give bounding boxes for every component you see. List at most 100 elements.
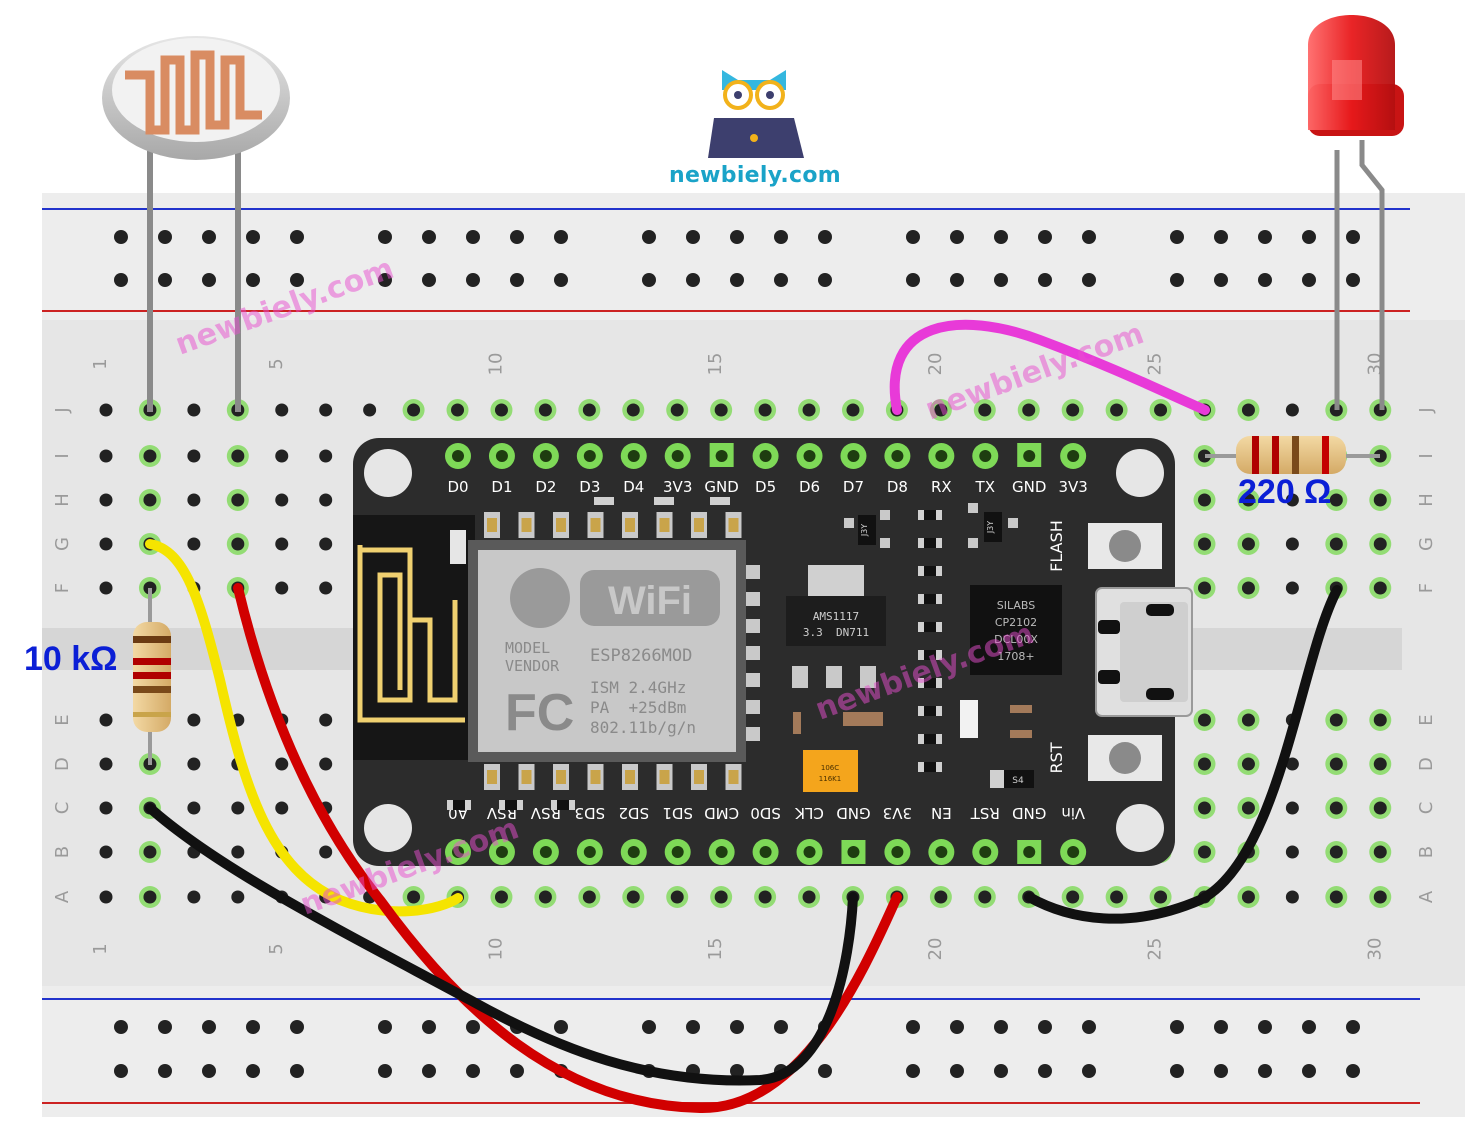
resistor-body (1236, 436, 1346, 474)
terminal-hole (1154, 890, 1168, 904)
rail-hole (774, 230, 788, 244)
rail-hole (730, 273, 744, 287)
board-pin-hole (627, 450, 640, 462)
rail-hole (906, 1064, 920, 1078)
terminal-hole (319, 757, 333, 771)
terminal-hole (99, 537, 113, 551)
module-pads (484, 512, 760, 790)
terminal-hole (187, 713, 201, 727)
column-number: 15 (705, 938, 726, 961)
rst-button[interactable] (1109, 742, 1141, 774)
rst-button-label: RST (1047, 742, 1066, 773)
column-number: 5 (266, 358, 287, 369)
module-vendor-label: VENDOR (505, 657, 560, 675)
resistor-band (133, 658, 171, 665)
terminal-hole (1329, 713, 1343, 727)
module-pad-gold (728, 518, 739, 532)
terminal-hole (1373, 537, 1387, 551)
rail-hole (378, 230, 392, 244)
rail-hole (246, 230, 260, 244)
smd-pad (968, 503, 978, 513)
tantalum-capacitor (803, 750, 858, 792)
rail-hole (642, 230, 656, 244)
rail-hole (158, 1064, 172, 1078)
module-pad-gold (694, 518, 704, 532)
board-pin-hole (715, 450, 728, 462)
flash-button[interactable] (1109, 530, 1141, 562)
smd-resistor-body (924, 622, 936, 632)
rail-hole (510, 230, 524, 244)
rail-hole (246, 1020, 260, 1034)
pin-label-top: GND (1012, 478, 1046, 496)
terminal-hole (187, 449, 201, 463)
rail-hole (1038, 1020, 1052, 1034)
terminal-hole (1285, 537, 1299, 551)
terminal-hole (714, 890, 728, 904)
rail-hole (1302, 1020, 1316, 1034)
board-pin-hole (627, 846, 640, 858)
board-pin-hole (495, 450, 508, 462)
terminal-hole (1329, 493, 1343, 507)
rail-hole (1038, 1064, 1052, 1078)
terminal-hole (407, 890, 421, 904)
terminal-hole (143, 493, 157, 507)
rail-hole (730, 1064, 744, 1078)
rail-hole (202, 230, 216, 244)
mount-hole (1116, 804, 1164, 852)
rail-hole (818, 273, 832, 287)
column-number: 25 (1145, 353, 1166, 376)
smd-part (450, 530, 466, 564)
rail-hole (1170, 1064, 1184, 1078)
usb-tab (1146, 604, 1174, 616)
rail-hole (1302, 1064, 1316, 1078)
resistor-band (1272, 436, 1279, 474)
terminal-hole (275, 801, 289, 815)
smd-part (1010, 730, 1032, 738)
rail-hole (378, 1020, 392, 1034)
terminal-hole (1198, 449, 1211, 463)
rail-hole (906, 273, 920, 287)
terminal-hole (1373, 845, 1387, 859)
rail-hole (202, 1020, 216, 1034)
terminal-hole (1066, 890, 1080, 904)
pin-label-top: 3V3 (1058, 478, 1087, 496)
board-pin-hole (583, 846, 596, 858)
board-pin-hole (847, 846, 860, 858)
terminal-hole (319, 449, 333, 463)
board-pin-hole (803, 846, 816, 858)
column-number: 25 (1145, 938, 1166, 961)
terminal-hole (275, 403, 289, 417)
row-letter: J (1416, 407, 1437, 413)
resistor-band (1322, 436, 1329, 474)
board-pin-hole (847, 450, 860, 462)
row-letter: J (52, 407, 73, 413)
terminal-hole (1285, 757, 1299, 771)
module-pad-gold (487, 770, 497, 784)
site-name[interactable]: newbiely.com (668, 163, 842, 188)
rail-hole (1258, 230, 1272, 244)
smd-pad (880, 538, 890, 548)
cap-label-1: 106C (821, 764, 839, 772)
row-letter: D (1416, 757, 1437, 771)
smd-resistor-body (924, 734, 936, 744)
terminal-hole (1066, 403, 1080, 417)
module-pad-gold (625, 518, 635, 532)
pin-label-bottom: SD0 (750, 804, 781, 822)
row-letter: H (52, 493, 73, 507)
module-pad (746, 592, 760, 606)
rail-hole (1258, 273, 1272, 287)
board-pin-hole (452, 846, 464, 858)
smd-resistor-body (924, 510, 936, 520)
board-pin-hole (759, 846, 772, 858)
row-letter: F (1416, 583, 1437, 593)
terminal-hole (1329, 757, 1343, 771)
terminal-hole (1198, 713, 1211, 727)
row-letter: I (52, 453, 73, 458)
rail-hole (422, 1064, 436, 1078)
terminal-hole (143, 845, 157, 859)
smd-resistor-body (924, 762, 936, 772)
terminal-hole (275, 449, 289, 463)
module-pad (746, 673, 760, 687)
